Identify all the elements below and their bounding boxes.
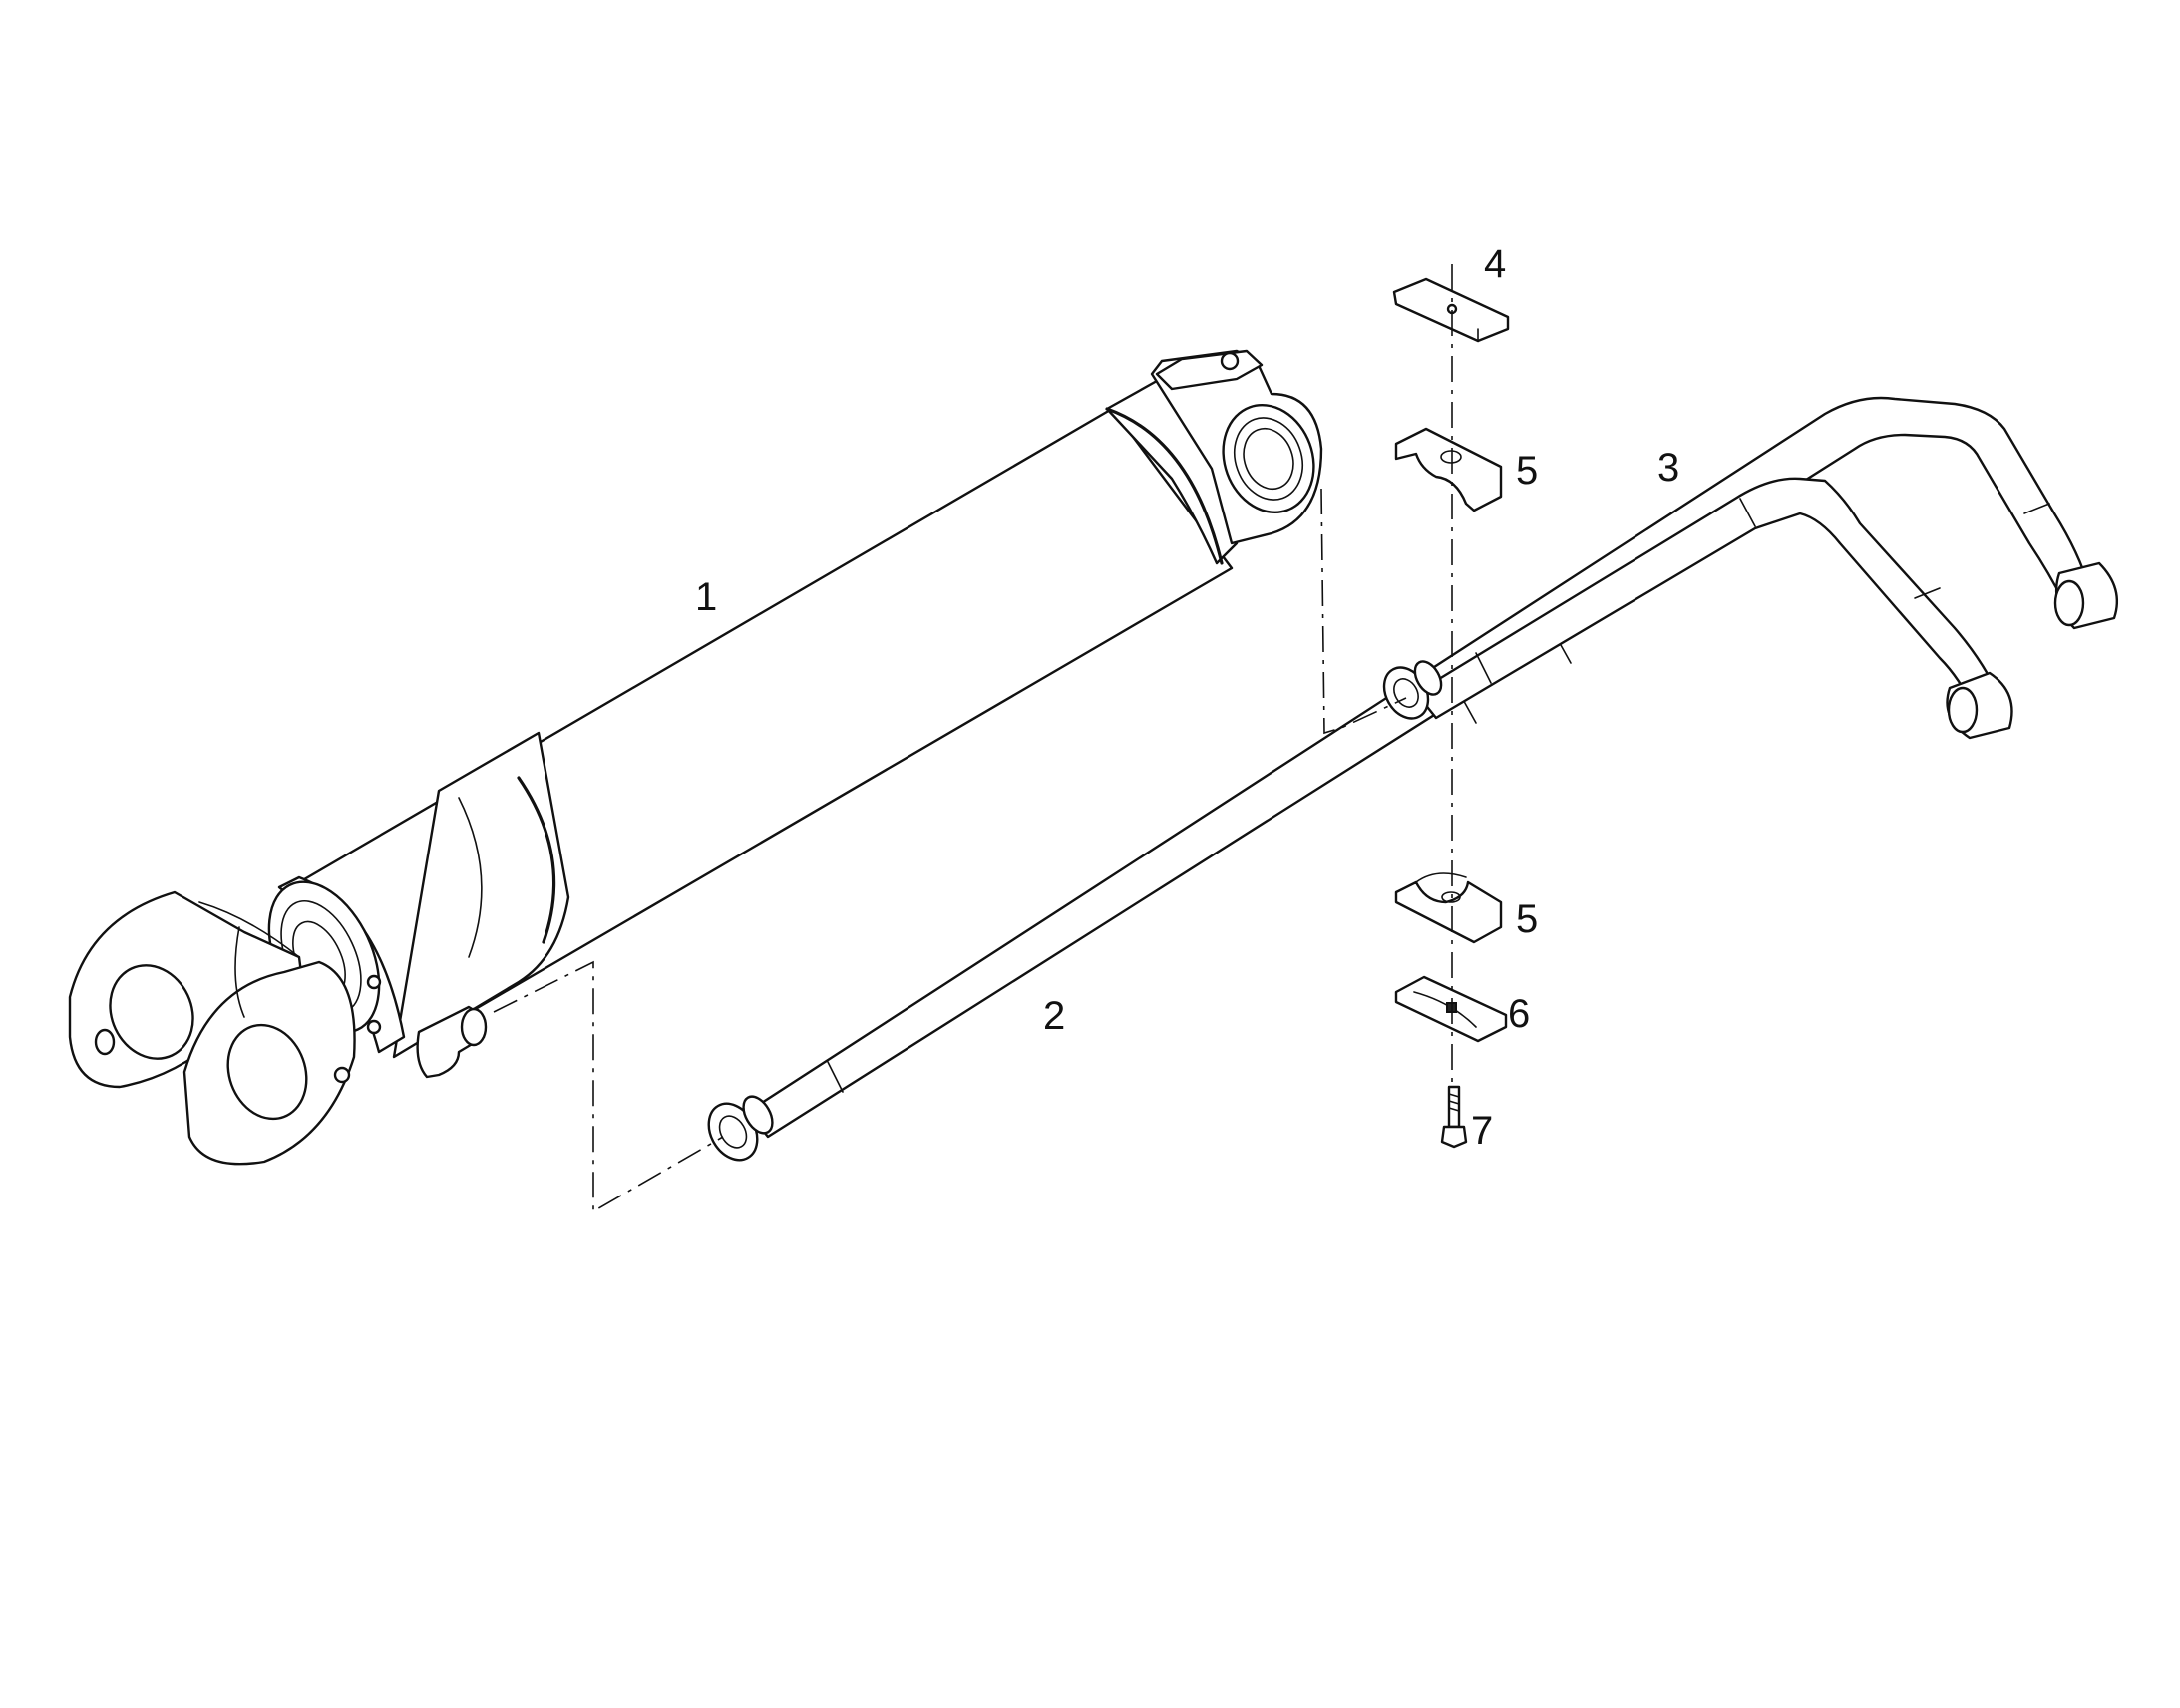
lower-clamp-hole [1441,891,1461,903]
clevis-web [198,901,300,1018]
callout-1: 1 [695,575,717,619]
rear-eye-bore-core [1243,427,1294,491]
bent-pipe-band-1 [1475,652,1492,684]
bent-pipe-nut-near-bore [1393,678,1419,708]
callout-6: 6 [1508,992,1530,1036]
bent-pipe-band-3 [1914,587,1941,599]
clevis-left-pin-hole [94,1028,116,1056]
bolt-shank [1447,1085,1461,1129]
bent-pipe-nut-near-flat [1413,660,1443,696]
long-pipe-band-1 [827,1061,844,1093]
long-hydraulic-pipe [707,396,2119,1162]
clevis-right-pin-hole [333,1066,351,1084]
callout-labels: 1 2 3 4 5 5 6 7 [695,242,1679,1153]
clevis-right-bore [226,1023,308,1121]
callout-2: 2 [1043,994,1065,1038]
bent-pipe-band-2 [1739,498,1756,527]
grease-nipple-rear [1220,351,1240,371]
callout-4: 4 [1484,242,1506,286]
port-elbow-nut [460,1007,488,1047]
cover-plate-edge [1395,303,1479,343]
bent-pipe-connection-line [1320,488,1407,735]
callout-5-upper: 5 [1516,449,1538,493]
bolt-head [1440,1125,1468,1149]
long-pipe-nut-near-flat [742,1095,774,1135]
callout-5-lower: 5 [1516,897,1538,941]
gland-bolt-2 [366,1019,382,1035]
clamp-assembly [1392,277,1510,1149]
rear-eye-bore-inner [1234,417,1303,501]
callout-3: 3 [1657,446,1679,490]
long-pipe-band-4 [2023,503,2050,514]
assembly-centerlines [493,264,1453,1213]
long-pipe-far-nut [2053,579,2085,627]
upper-clamp-hole [1440,450,1462,464]
hydraulic-cylinder [68,349,1323,1166]
barrel-ring-2 [458,797,483,958]
pipe-clamp-upper [1394,427,1503,512]
bolt-thread [1448,1093,1460,1112]
lower-clamp-groove [1415,872,1467,883]
end-cap-ring [1105,407,1224,565]
long-pipe-connection-line [493,960,724,1213]
bent-pipe-far-nut [1947,686,1979,734]
pipe-clamp-lower [1394,880,1503,944]
clevis-left-bore [109,964,194,1060]
bent-hydraulic-pipe [1382,477,2013,740]
callout-7: 7 [1471,1109,1493,1153]
gland-bolt-1 [366,974,382,990]
barrel-ring-1 [517,776,556,944]
bent-pipe-tube [1414,477,2001,720]
